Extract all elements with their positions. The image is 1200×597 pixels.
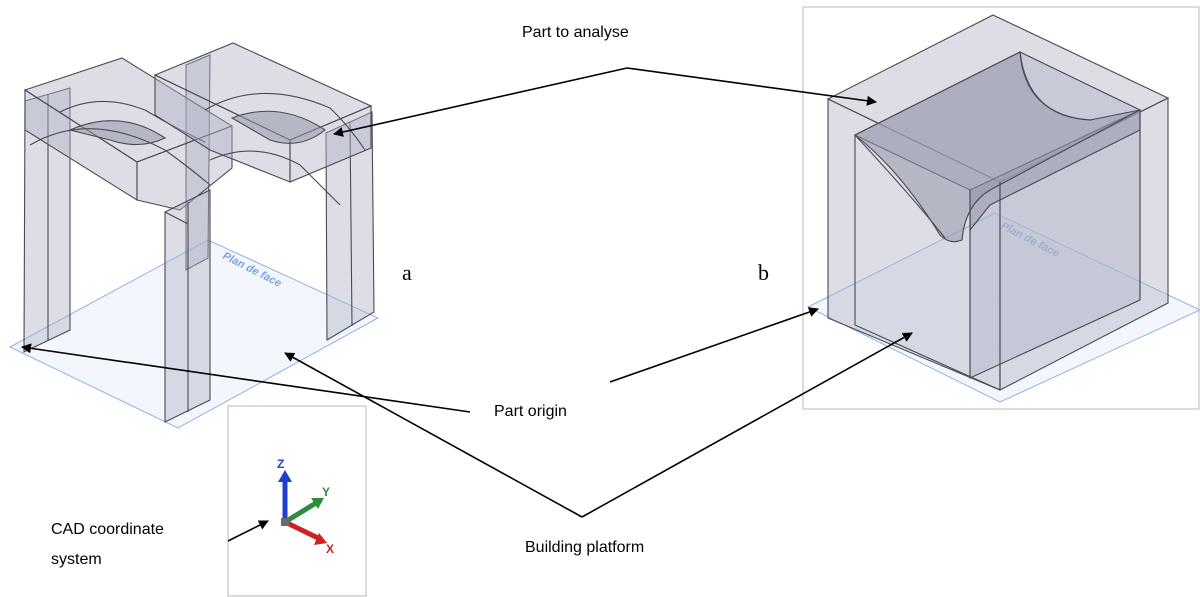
pointer-part-b <box>626 67 877 106</box>
pointer-lines <box>21 67 913 542</box>
panel-label-b: b <box>758 260 769 285</box>
pointer-origin-a <box>21 343 471 413</box>
y-axis-arrow <box>311 498 324 509</box>
z-axis-label: Z <box>277 457 284 471</box>
label-part-origin: Part origin <box>494 403 567 420</box>
pointer-part-a <box>333 67 628 137</box>
cad-coordinate-inset: Z Y X <box>227 405 367 597</box>
z-axis-arrow <box>278 470 292 482</box>
leg-back-right <box>325 111 375 341</box>
pointer-origin-b <box>609 307 819 383</box>
pointer-platform-b <box>581 332 913 518</box>
cad-inset-frame <box>227 405 367 597</box>
y-axis-line <box>283 500 318 525</box>
left-block-side <box>136 125 233 211</box>
part-b-model: Plan de face <box>802 6 1200 410</box>
x-axis-arrow <box>314 533 327 545</box>
label-part-to-analyse: Part to analyse <box>522 24 629 41</box>
x-axis-line <box>283 519 320 541</box>
leg-front-left <box>23 87 71 353</box>
part-a-model: Plan de face <box>8 42 380 429</box>
pointer-platform-a <box>284 352 583 518</box>
y-axis-label: Y <box>322 485 330 499</box>
label-building-platform: Building platform <box>525 539 644 556</box>
label-cad-line1: CAD coordinate <box>51 521 164 538</box>
axis-origin <box>281 518 289 526</box>
right-block-side <box>289 105 372 183</box>
panel-b-frame <box>802 6 1200 410</box>
label-cad-line2: system <box>51 551 102 568</box>
panel-label-a: a <box>402 260 412 285</box>
pointer-cad <box>227 520 269 542</box>
building-platform-a <box>8 239 380 429</box>
building-platform-b <box>806 212 1200 403</box>
x-axis-label: X <box>326 542 334 556</box>
